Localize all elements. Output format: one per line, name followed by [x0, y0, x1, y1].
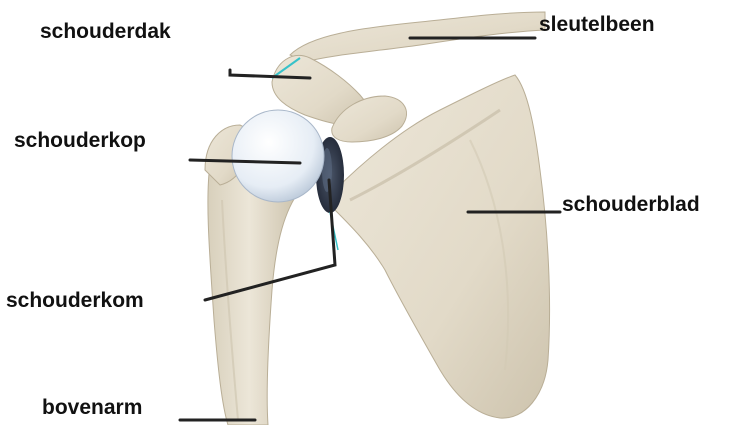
label-sleutelbeen: sleutelbeen — [539, 13, 655, 36]
label-schouderkom: schouderkom — [6, 289, 144, 312]
label-schouderblad: schouderblad — [562, 193, 700, 216]
label-bovenarm: bovenarm — [42, 396, 142, 419]
label-schouderkop: schouderkop — [14, 129, 146, 152]
label-schouderdak: schouderdak — [40, 20, 171, 43]
